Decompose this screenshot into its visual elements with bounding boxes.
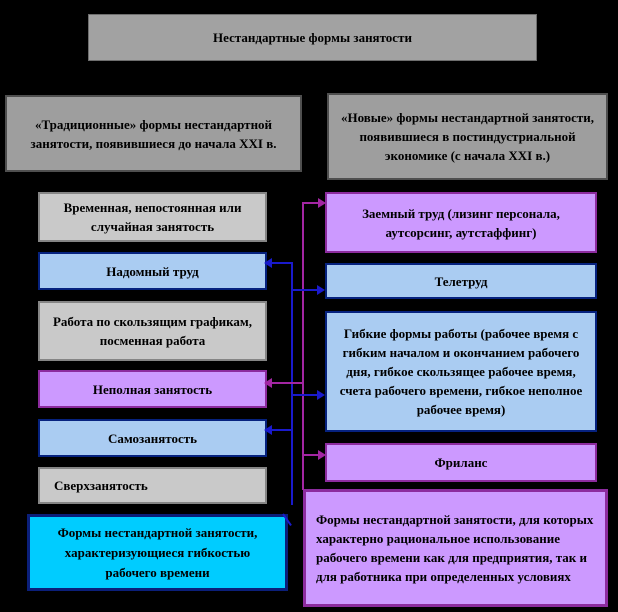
box-freelance: Фриланс xyxy=(325,443,597,482)
box-agency-labor: Заемный труд (лизинг персонала, аутсорси… xyxy=(325,192,597,253)
diagram-title: Нестандартные формы занятости xyxy=(88,14,537,61)
arrowhead-to-agency-labor-icon xyxy=(318,198,326,208)
arrowhead-to-home-based-work-icon xyxy=(264,258,272,268)
box-home-based-work: Надомный труд xyxy=(38,252,267,290)
arrowhead-to-telework-icon xyxy=(317,285,325,295)
box-self-employment: Самозанятость xyxy=(38,419,267,457)
box-flexibility-summary: Формы нестандартной занятости, характери… xyxy=(27,514,288,591)
arrow-line-to-home-based-work xyxy=(271,262,292,264)
arrow-line-to-telework xyxy=(291,289,319,291)
arrowhead-to-freelance-icon xyxy=(318,450,326,460)
box-temporary-casual-employment: Временная, непостоянная или случайная за… xyxy=(38,192,267,242)
arrowhead-to-part-time-icon xyxy=(264,378,272,388)
arrowhead-to-flexible-work-forms-icon xyxy=(317,390,325,400)
arrow-line-to-part-time xyxy=(271,382,303,384)
new-forms-header: «Новые» формы нестандартной занятости, п… xyxy=(327,93,608,180)
arrow-line-to-self-employment xyxy=(271,429,292,431)
arrow-line-to-agency-labor xyxy=(302,202,319,204)
box-part-time-employment: Неполная занятость xyxy=(38,370,267,408)
box-telework: Телетруд xyxy=(325,263,597,299)
box-overemployment: Сверхзанятость xyxy=(38,467,267,504)
magenta-trunk-line xyxy=(302,202,304,490)
arrow-line-to-flexible-work-forms xyxy=(291,394,319,396)
traditional-forms-header: «Традиционные» формы нестандартной занят… xyxy=(5,95,302,172)
box-flexible-work-forms: Гибкие формы работы (рабочее время с гиб… xyxy=(325,311,597,432)
arrow-line-to-freelance xyxy=(302,454,319,456)
box-flexible-schedule-shift-work: Работа по скользящим графикам, посменная… xyxy=(38,301,267,361)
box-rational-time-summary: Формы нестандартной занятости, для котор… xyxy=(303,489,608,607)
arrowhead-to-self-employment-icon xyxy=(264,425,272,435)
